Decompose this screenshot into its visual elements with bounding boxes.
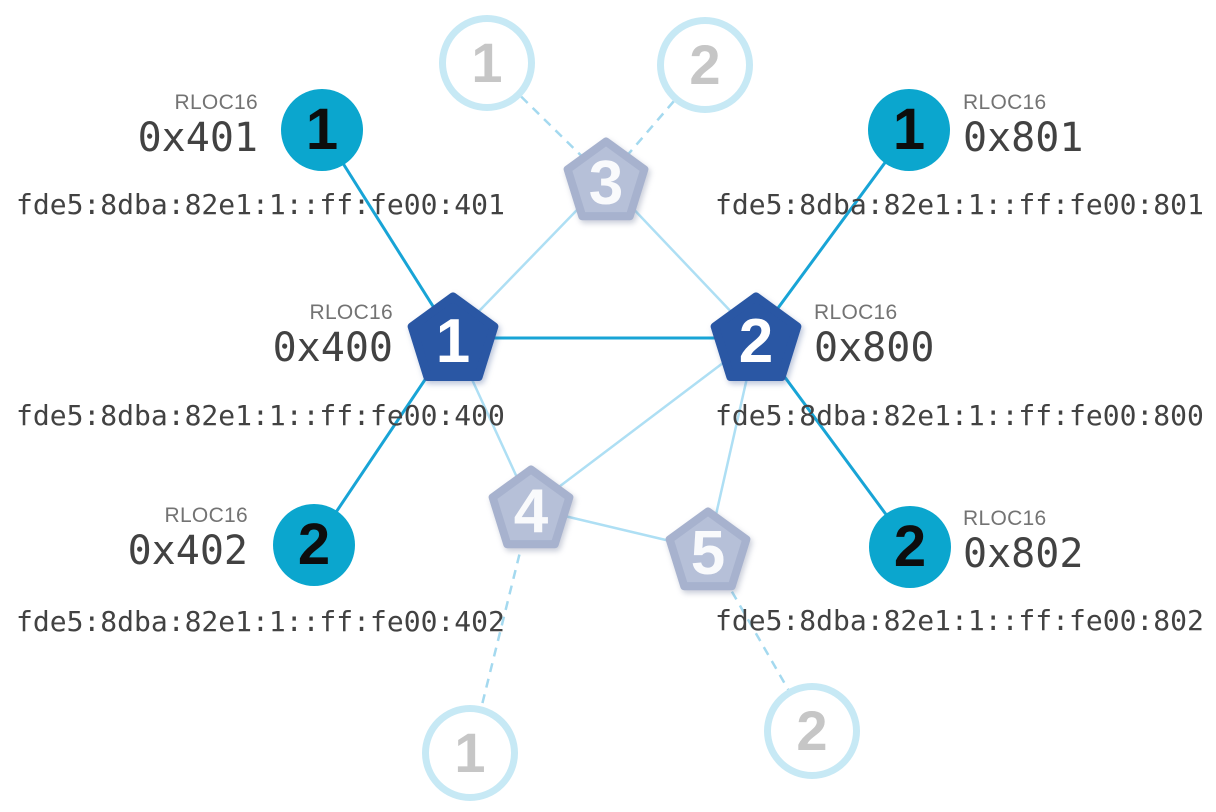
- router-number: 4: [513, 477, 549, 546]
- link-r2-r4: [530, 337, 757, 509]
- router-node-3[interactable]: 3: [561, 137, 651, 223]
- router-number: 1: [435, 307, 471, 376]
- child-number: 2: [796, 699, 828, 762]
- router-pentagon-icon: [710, 292, 802, 382]
- link-ctop1-r3: [486, 62, 607, 181]
- rloc16-caption: RLOC16: [174, 91, 258, 114]
- router-pentagon-icon: [563, 137, 649, 221]
- child-node-0x801[interactable]: 1: [868, 89, 950, 171]
- rloc16-block-0x400: RLOC16 0x400: [273, 300, 393, 371]
- rloc16-block-0x802: RLOC16 0x802: [963, 506, 1083, 577]
- child-number: 2: [689, 33, 721, 96]
- ipv6-address-0x801: fde5:8dba:82e1:1::ff:fe00:801: [715, 188, 1204, 221]
- child-number: 1: [892, 97, 926, 162]
- rloc16-value: 0x401: [137, 115, 258, 162]
- ipv6-address-0x401: fde5:8dba:82e1:1::ff:fe00:401: [16, 188, 505, 221]
- ipv6-address-0x802: fde5:8dba:82e1:1::ff:fe00:802: [715, 604, 1204, 637]
- router-node-1[interactable]: 1: [405, 292, 501, 384]
- rloc16-value: 0x400: [272, 325, 393, 372]
- child-node-0x401[interactable]: 1: [281, 89, 363, 171]
- rloc16-caption: RLOC16: [963, 507, 1047, 530]
- rloc16-value: 0x802: [963, 531, 1084, 578]
- child-number: 2: [893, 514, 927, 579]
- child-node-faded-top-1[interactable]: 1: [439, 15, 535, 111]
- child-node-faded-bottom-2[interactable]: 2: [764, 683, 860, 779]
- router-node-5[interactable]: 5: [663, 507, 753, 593]
- rloc16-block-0x800: RLOC16 0x800: [814, 300, 934, 371]
- rloc16-value: 0x800: [814, 325, 935, 372]
- rloc16-value: 0x402: [127, 528, 248, 575]
- child-node-faded-top-2[interactable]: 2: [657, 17, 753, 113]
- router-pentagon-icon: [488, 465, 574, 549]
- child-number: 2: [297, 512, 331, 577]
- child-node-0x802[interactable]: 2: [869, 506, 951, 588]
- router-number: 3: [588, 149, 624, 218]
- rloc16-caption: RLOC16: [814, 301, 898, 324]
- rloc16-block-0x801: RLOC16 0x801: [963, 90, 1083, 161]
- rloc16-block-0x401: RLOC16 0x401: [138, 90, 258, 161]
- child-number: 1: [454, 721, 486, 784]
- child-number: 1: [305, 97, 339, 162]
- child-number: 1: [471, 31, 503, 94]
- ipv6-address-0x400: fde5:8dba:82e1:1::ff:fe00:400: [16, 399, 505, 432]
- router-pentagon-icon: [407, 292, 499, 382]
- rloc16-block-0x402: RLOC16 0x402: [128, 503, 248, 574]
- router-pentagon-icon: [665, 507, 751, 591]
- ipv6-address-0x800: fde5:8dba:82e1:1::ff:fe00:800: [715, 399, 1204, 432]
- ipv6-address-0x402: fde5:8dba:82e1:1::ff:fe00:402: [16, 605, 505, 638]
- child-node-faded-bottom-1[interactable]: 1: [422, 705, 518, 801]
- router-node-2[interactable]: 2: [708, 292, 804, 384]
- rloc16-value: 0x801: [963, 115, 1084, 162]
- rloc16-caption: RLOC16: [963, 91, 1047, 114]
- rloc16-caption: RLOC16: [164, 504, 248, 527]
- rloc16-caption: RLOC16: [309, 301, 393, 324]
- link-r2-c801: [754, 129, 911, 339]
- router-number: 5: [690, 519, 726, 588]
- router-number: 2: [738, 307, 774, 376]
- router-node-4[interactable]: 4: [486, 465, 576, 551]
- child-node-0x402[interactable]: 2: [273, 504, 355, 586]
